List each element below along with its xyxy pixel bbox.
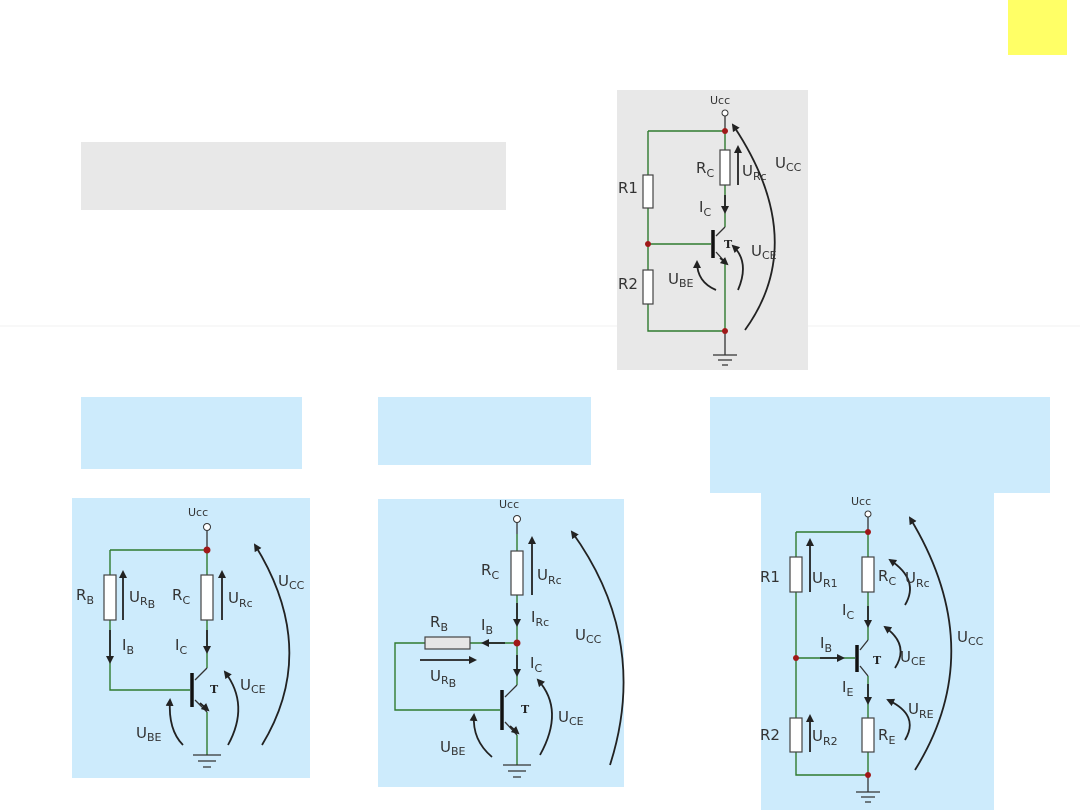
ic-label: IC [175, 636, 187, 657]
urc-label: URc [905, 569, 930, 590]
r1-label: R1 [618, 179, 638, 197]
circuit2-panel [72, 498, 310, 778]
urc-label: URc [228, 589, 253, 610]
resistor-r1 [642, 174, 654, 209]
resistor-re [861, 717, 875, 753]
ib-label: IB [820, 634, 832, 655]
resistor-r2 [642, 269, 654, 305]
rc-label: RC [878, 567, 896, 588]
r1-label: R1 [760, 568, 780, 586]
ic-label: IC [699, 198, 711, 219]
ucc-terminal-icon [513, 515, 521, 523]
caption-box-2 [378, 397, 591, 465]
rc-label: RC [481, 561, 499, 582]
ucc-terminal-label: Ucc [499, 498, 519, 511]
rb-label: RB [76, 586, 94, 607]
transistor-label: T [210, 683, 219, 696]
ube-label: UBE [440, 738, 466, 758]
urb-label: URB [430, 667, 456, 690]
ucc-terminal-label: Ucc [710, 94, 730, 107]
caption-box-1 [81, 397, 302, 469]
ucc-label: UCC [957, 628, 984, 648]
resistor-r2 [789, 717, 803, 753]
urc-label: URc [537, 566, 562, 587]
circuit-base-resistor-bias: Ucc T RB URB RC URc UCC IB IC UCE UBE [76, 506, 305, 768]
ucc-terminal-icon [721, 109, 729, 117]
circuit4-panel [761, 493, 994, 810]
resistor-rb [424, 636, 471, 650]
r2-label: R2 [760, 726, 780, 744]
rc-label: RC [172, 586, 190, 607]
rb-label: RB [430, 613, 448, 634]
urb-label: URB [129, 588, 155, 611]
ib-label: IB [481, 616, 493, 637]
urc-label: URc [742, 162, 767, 183]
ucc-label: UCC [775, 154, 802, 174]
ucc-terminal-icon [864, 510, 872, 518]
circuit-voltage-divider-bias: Ucc R1 R2 T RC URc UCC IC UCE UBE [618, 94, 802, 366]
resistor-r1 [789, 556, 803, 593]
ube-label: UBE [668, 270, 694, 290]
resistor-rc [861, 556, 875, 593]
ucc-terminal-label: Ucc [851, 495, 871, 508]
resistor-rc [510, 550, 524, 596]
ucc-label: UCC [278, 572, 305, 592]
uce-label: UCE [240, 676, 266, 696]
rc-label: RC [696, 159, 714, 180]
uce-label: UCE [558, 708, 584, 728]
ucc-terminal-icon [203, 523, 211, 531]
ube-label: UBE [136, 724, 162, 744]
ur2-label: UR2 [812, 727, 838, 748]
caption-box-3 [710, 397, 1050, 493]
ucc-label: UCC [575, 626, 602, 646]
ur1-label: UR1 [812, 569, 838, 590]
circuit-divider-emitter-resistor-bias: Ucc R1 R2 T UR1 RC URc IC IB UCE IE URE … [760, 495, 984, 803]
ic-label: IC [530, 654, 542, 675]
yellow-marker [1008, 0, 1067, 55]
resistor-rc [200, 574, 214, 621]
ie-label: IE [842, 678, 853, 699]
title-placeholder-box [81, 142, 506, 210]
resistor-rb [103, 574, 117, 621]
transistor-label: T [724, 238, 733, 251]
ure-label: URE [908, 700, 934, 721]
ucc-terminal-label: Ucc [188, 506, 208, 519]
ib-label: IB [122, 636, 134, 657]
transistor-label: T [521, 703, 530, 716]
irc-label: IRc [531, 608, 549, 629]
r2-label: R2 [618, 275, 638, 293]
circuit-collector-feedback-bias: Ucc T RC URc IRc RB IB IC URB UCC UCE UB… [394, 498, 625, 778]
re-label: RE [878, 726, 895, 747]
uce-label: UCE [751, 242, 777, 262]
ic-label: IC [842, 601, 854, 622]
resistor-rc [719, 149, 731, 186]
transistor-label: T [873, 654, 882, 667]
uce-label: UCE [900, 648, 926, 668]
